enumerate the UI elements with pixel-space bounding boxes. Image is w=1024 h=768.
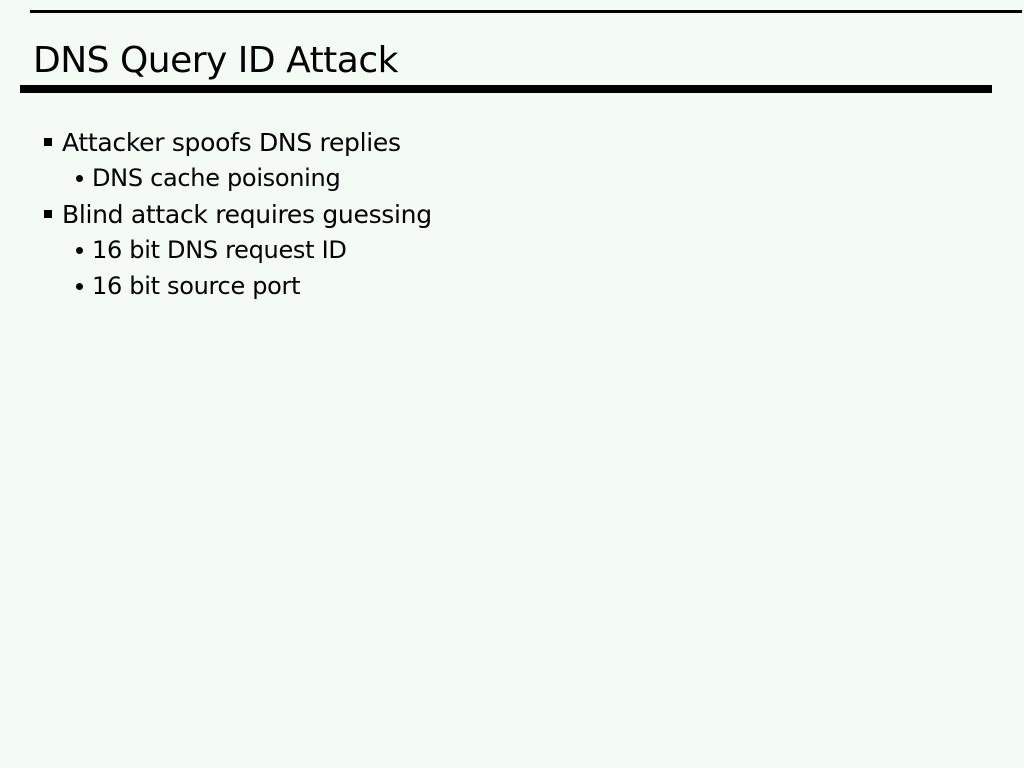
bullet-text: DNS cache poisoning <box>92 164 341 192</box>
circle-bullet-icon <box>76 246 83 254</box>
bullet-text: Attacker spoofs DNS replies <box>62 127 401 157</box>
slide-title: DNS Query ID Attack <box>33 40 399 81</box>
bullet-item: 16 bit source port <box>0 268 1000 304</box>
bullet-item: Blind attack requires guessing <box>0 196 1000 232</box>
square-bullet-icon <box>44 138 52 146</box>
bullet-item: Attacker spoofs DNS replies <box>0 124 1000 160</box>
bullet-text: 16 bit source port <box>92 272 301 300</box>
title-underline-rule <box>20 85 992 93</box>
bullet-text: 16 bit DNS request ID <box>92 236 347 264</box>
square-bullet-icon <box>44 210 52 218</box>
bullet-text: Blind attack requires guessing <box>62 199 432 229</box>
bullet-item: 16 bit DNS request ID <box>0 232 1000 268</box>
top-rule <box>30 10 1022 13</box>
circle-bullet-icon <box>76 282 83 290</box>
bullet-item: DNS cache poisoning <box>0 160 1000 196</box>
circle-bullet-icon <box>76 174 83 182</box>
